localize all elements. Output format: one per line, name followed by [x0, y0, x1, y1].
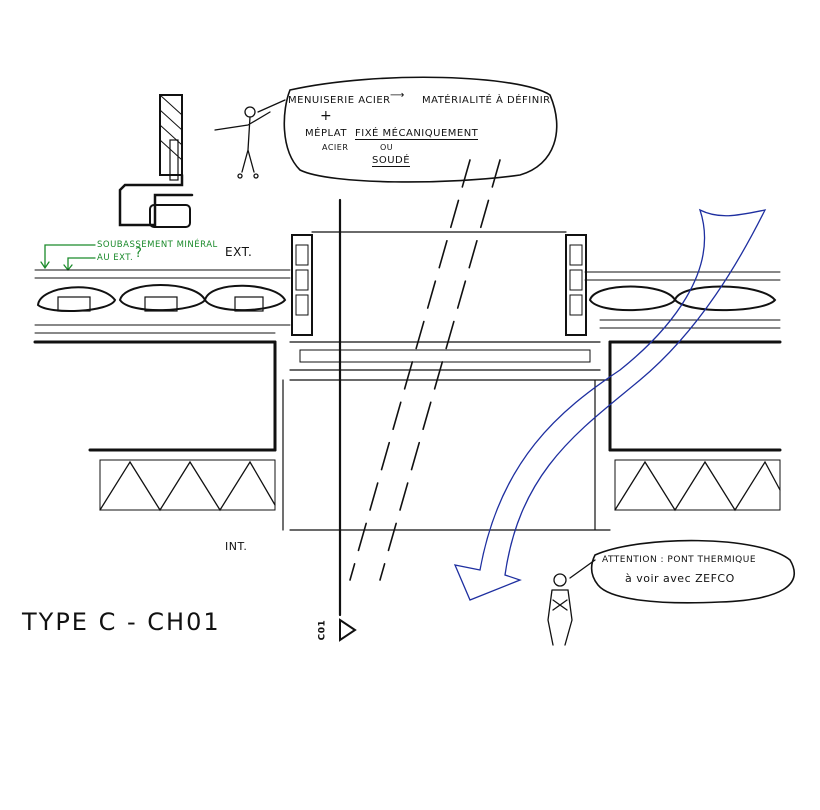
- green-annotation-arrows: [40, 244, 96, 272]
- profile-detail: [118, 94, 194, 228]
- exterior-label: EXT.: [225, 245, 253, 259]
- bubble-bottom-line2: à voir avec ZEFCO: [625, 572, 735, 585]
- bubble-top-line3-a: acier: [322, 143, 349, 152]
- bubble-bottom-line1: Attention : pont thermique: [602, 555, 757, 565]
- paving-slabs: [36, 284, 777, 313]
- bubble-top-line1-right: Matérialité à définir: [422, 95, 551, 106]
- bubble-top-line2-a: Méplat: [305, 128, 347, 139]
- drawing-title: TYPE C - CH01: [22, 608, 221, 636]
- arrow-right-icon: ⟶: [390, 90, 405, 101]
- window-frame: [282, 231, 611, 531]
- section-cut-label: C01: [317, 619, 328, 641]
- dashed-light-lines: [349, 159, 501, 581]
- thermal-bridge-arrow: [453, 208, 767, 601]
- bubble-top-line3-b: ou: [380, 143, 394, 152]
- green-note-line1: Soubassement minéral: [97, 240, 218, 250]
- section-arrow: [339, 618, 357, 642]
- bubble-top-line1-left: Menuiserie acier: [288, 95, 391, 106]
- person-figure-bottom: [547, 559, 596, 646]
- green-note-question: ?: [135, 246, 143, 261]
- roof-layers: [33, 269, 782, 512]
- speech-bubble-top: [283, 76, 558, 183]
- bubble-top-line2-b: fixé mécaniquement: [355, 128, 479, 140]
- green-note-line2: au ext.: [97, 253, 134, 263]
- bubble-top-line4: soudé: [372, 155, 411, 167]
- speech-bubble-bottom: [590, 539, 796, 604]
- bubble-top-plus: +: [320, 108, 333, 124]
- person-figure-top: [214, 99, 286, 179]
- interior-label: INT.: [225, 540, 248, 553]
